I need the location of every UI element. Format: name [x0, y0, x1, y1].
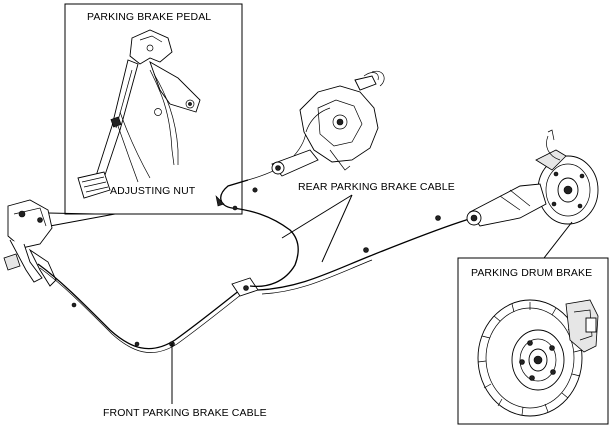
parking-drum-brake-label: PARKING DRUM BRAKE	[471, 267, 592, 279]
pedal-assembly	[3, 199, 57, 287]
parking-brake-pedal-label: PARKING BRAKE PEDAL	[87, 11, 211, 23]
front-parking-brake-cable-label: FRONT PARKING BRAKE CABLE	[103, 407, 267, 419]
parking-drum-brake-inset: PARKING DRUM BRAKE	[457, 257, 609, 425]
left-rear-knuckle	[271, 72, 379, 177]
adjusting-nut-label: ADJUSTING NUT	[110, 185, 196, 197]
pedal-drawing	[77, 29, 201, 199]
drum-brake-drawing	[477, 299, 599, 417]
front-parking-brake-cable	[37, 263, 259, 353]
parking-brake-pedal-inset: PARKING BRAKE PEDAL ADJU	[47, 3, 243, 227]
rear-parking-brake-cable-left	[215, 131, 307, 288]
right-rear-hub	[466, 129, 599, 259]
rear-parking-brake-cable-label: REAR PARKING BRAKE CABLE	[298, 181, 455, 193]
